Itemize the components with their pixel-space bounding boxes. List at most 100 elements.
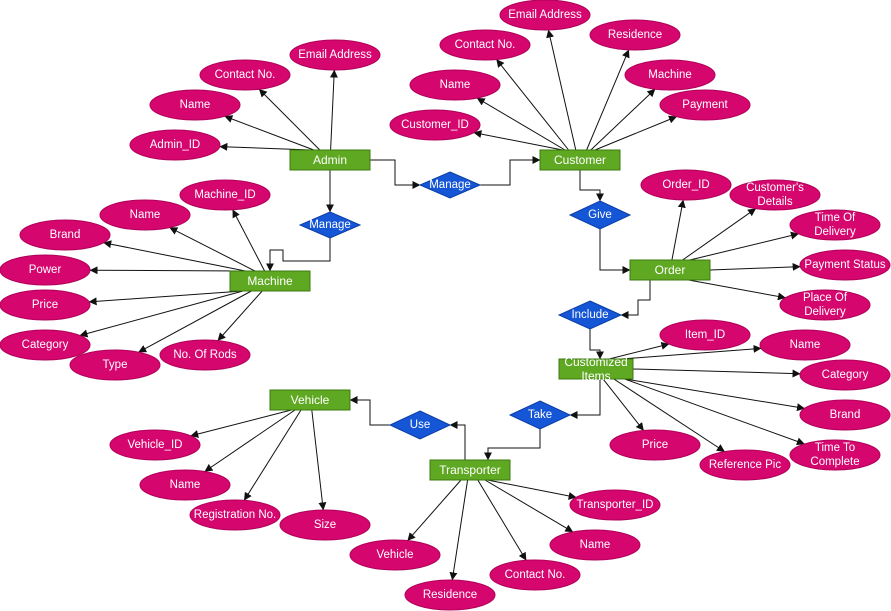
attribute-admin-name: Name xyxy=(149,89,241,121)
attribute-ellipse xyxy=(609,429,701,461)
attribute-machine-power: Power xyxy=(0,254,91,286)
attribute-ellipse xyxy=(799,359,891,391)
attribute-ellipse xyxy=(489,559,581,591)
attribute-label: Payment xyxy=(682,99,728,111)
attribute-label: Name xyxy=(580,539,611,551)
entity-order: Order xyxy=(629,259,711,281)
attribute-order-time-of-delivery: Time Of Delivery xyxy=(789,209,881,241)
attribute-vehicle-name: Name xyxy=(139,469,231,501)
attribute-label: Transporter_ID xyxy=(577,499,654,511)
attribute-label: No. Of Rods xyxy=(173,349,237,361)
edge-vehicle-registration-no xyxy=(243,409,302,501)
edge-customized_items-time-to-complete xyxy=(624,378,805,446)
attribute-ellipse xyxy=(499,0,591,31)
attribute-customer-name: Name xyxy=(409,69,501,101)
attribute-label: Admin_ID xyxy=(150,139,201,151)
attribute-label: Name xyxy=(790,339,821,351)
attribute-ellipse xyxy=(289,39,381,71)
attribute-ellipse xyxy=(640,169,732,201)
attribute-label: Email Address xyxy=(508,9,582,21)
relationship-give: Give xyxy=(568,200,632,230)
edge-machine-category xyxy=(79,290,244,338)
entity-admin: Admin xyxy=(289,149,371,171)
edge-machine-power xyxy=(89,266,244,275)
attribute-customized_items-item-id: Item_ID xyxy=(659,319,751,351)
attribute-label: Residence xyxy=(608,29,662,41)
relationship-include: Include xyxy=(557,300,623,330)
relationship-label: Manage xyxy=(309,219,351,231)
attribute-label: Payment Status xyxy=(804,259,885,271)
attribute-ellipse xyxy=(409,69,501,101)
entity-box xyxy=(539,149,621,171)
entity-label: Customer xyxy=(554,153,606,167)
edge-order-place-of-delivery xyxy=(688,279,786,301)
attribute-ellipse xyxy=(789,209,881,241)
attribute-label-line: Time Of xyxy=(815,212,856,224)
attribute-vehicle-registration-no: Registration No. xyxy=(189,499,281,531)
attribute-label-line: Place Of xyxy=(803,292,848,304)
attribute-ellipse xyxy=(0,329,91,361)
edge-use-to-vehicle xyxy=(349,396,390,426)
edge-customer-name xyxy=(476,97,566,151)
attribute-ellipse xyxy=(149,89,241,121)
attribute-label: Category xyxy=(822,369,869,381)
relationship-diamond xyxy=(557,300,623,330)
attribute-ellipse xyxy=(179,179,271,211)
attribute-transporter-name: Name xyxy=(549,529,641,561)
attribute-label: Type xyxy=(103,359,128,371)
edge-customer-payment xyxy=(594,115,677,151)
attribute-label: Category xyxy=(22,339,69,351)
entity-customer: Customer xyxy=(539,149,621,171)
attribute-customer-customer-id: Customer_ID xyxy=(389,109,481,141)
entity-label: Admin xyxy=(313,153,347,167)
relationship-label: Manage xyxy=(429,179,471,191)
edge-customer-residence xyxy=(586,49,630,151)
entity-label: Transporter xyxy=(439,463,501,477)
attribute-machine-category: Category xyxy=(0,329,91,361)
edge-include-to-items xyxy=(589,329,604,360)
attribute-label: Name xyxy=(130,209,161,221)
attribute-label-line: Time To xyxy=(815,442,855,454)
edge-transporter-contact-no xyxy=(477,479,527,561)
attribute-machine-no-of-rods: No. Of Rods xyxy=(159,339,251,371)
edge-order-customer-s-details xyxy=(682,208,757,261)
edge-vehicle-name xyxy=(204,409,296,472)
edge-vehicle-vehicle-id xyxy=(190,409,292,438)
attribute-ellipse xyxy=(439,29,531,61)
relationship-label: Include xyxy=(571,309,608,321)
attribute-ellipse xyxy=(659,319,751,351)
entity-label-line: Customized xyxy=(564,355,627,369)
attribute-ellipse xyxy=(139,469,231,501)
edge-machine-price xyxy=(88,290,244,306)
attribute-customer-email-address: Email Address xyxy=(499,0,591,31)
attribute-ellipse xyxy=(789,439,881,471)
attribute-ellipse xyxy=(799,249,891,281)
entity-box xyxy=(269,389,351,411)
attribute-label: Contact No. xyxy=(215,69,276,81)
edge-items-to-take xyxy=(569,379,601,419)
edge-customized_items-category xyxy=(632,368,801,378)
relationship-diamond xyxy=(508,400,572,430)
attribute-label: Reference Pic xyxy=(709,459,781,471)
relationship-manage-admin-machine: Manage xyxy=(298,211,362,239)
edge-customer-to-give xyxy=(579,170,604,202)
attribute-ellipse xyxy=(624,59,716,91)
entity-label: Machine xyxy=(247,274,293,288)
edge-customized_items-price xyxy=(602,378,644,431)
attribute-label: Price xyxy=(32,299,58,311)
attribute-ellipse xyxy=(0,254,91,286)
edge-customer-customer-id xyxy=(473,130,563,151)
relationship-diamond xyxy=(418,171,482,199)
relationship-take: Take xyxy=(508,400,572,430)
relationship-label: Use xyxy=(410,419,430,431)
attribute-transporter-transporter-id: Transporter_ID xyxy=(569,489,661,521)
entity-label: Vehicle xyxy=(291,393,330,407)
attribute-label: Name xyxy=(440,79,471,91)
attribute-admin-email-address: Email Address xyxy=(289,39,381,71)
edges-layer xyxy=(79,29,805,581)
attribute-label-line: Delivery xyxy=(814,226,856,238)
edge-transporter-vehicle xyxy=(407,479,462,541)
